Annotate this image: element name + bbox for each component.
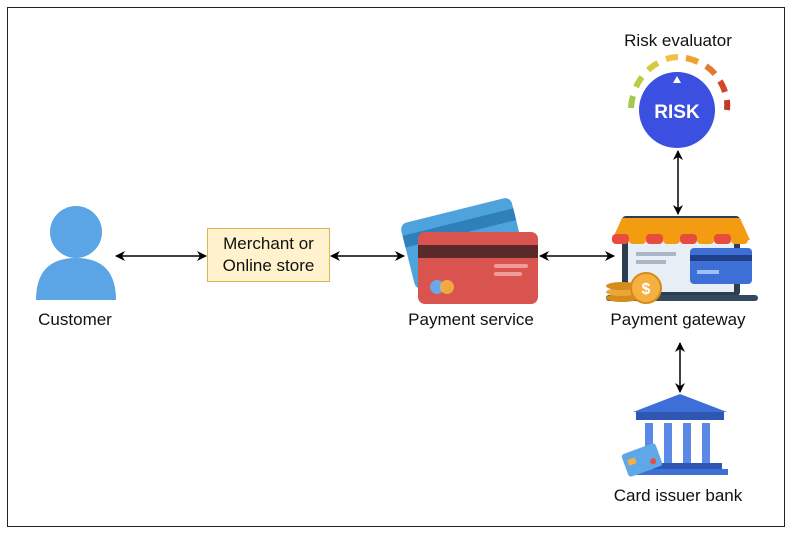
bank-building-icon — [621, 394, 728, 477]
customer-person-icon — [36, 206, 116, 300]
payment-service-label: Payment service — [408, 310, 534, 329]
merchant-label-line2: Online store — [222, 256, 315, 275]
risk-badge-text: RISK — [654, 102, 700, 123]
risk-evaluator-label: Risk evaluator — [624, 31, 732, 50]
customer-label: Customer — [38, 310, 112, 329]
svg-text:$: $ — [642, 281, 651, 298]
payment-gateway-label: Payment gateway — [610, 310, 746, 329]
risk-gauge-icon — [628, 54, 731, 148]
credit-card-icon — [401, 198, 538, 304]
merchant-label-line1: Merchant or — [223, 234, 314, 253]
payment-gateway-icon: $ — [606, 216, 758, 304]
card-issuer-bank-label: Card issuer bank — [613, 486, 743, 505]
merchant-node: Merchant or Online store — [207, 228, 330, 282]
